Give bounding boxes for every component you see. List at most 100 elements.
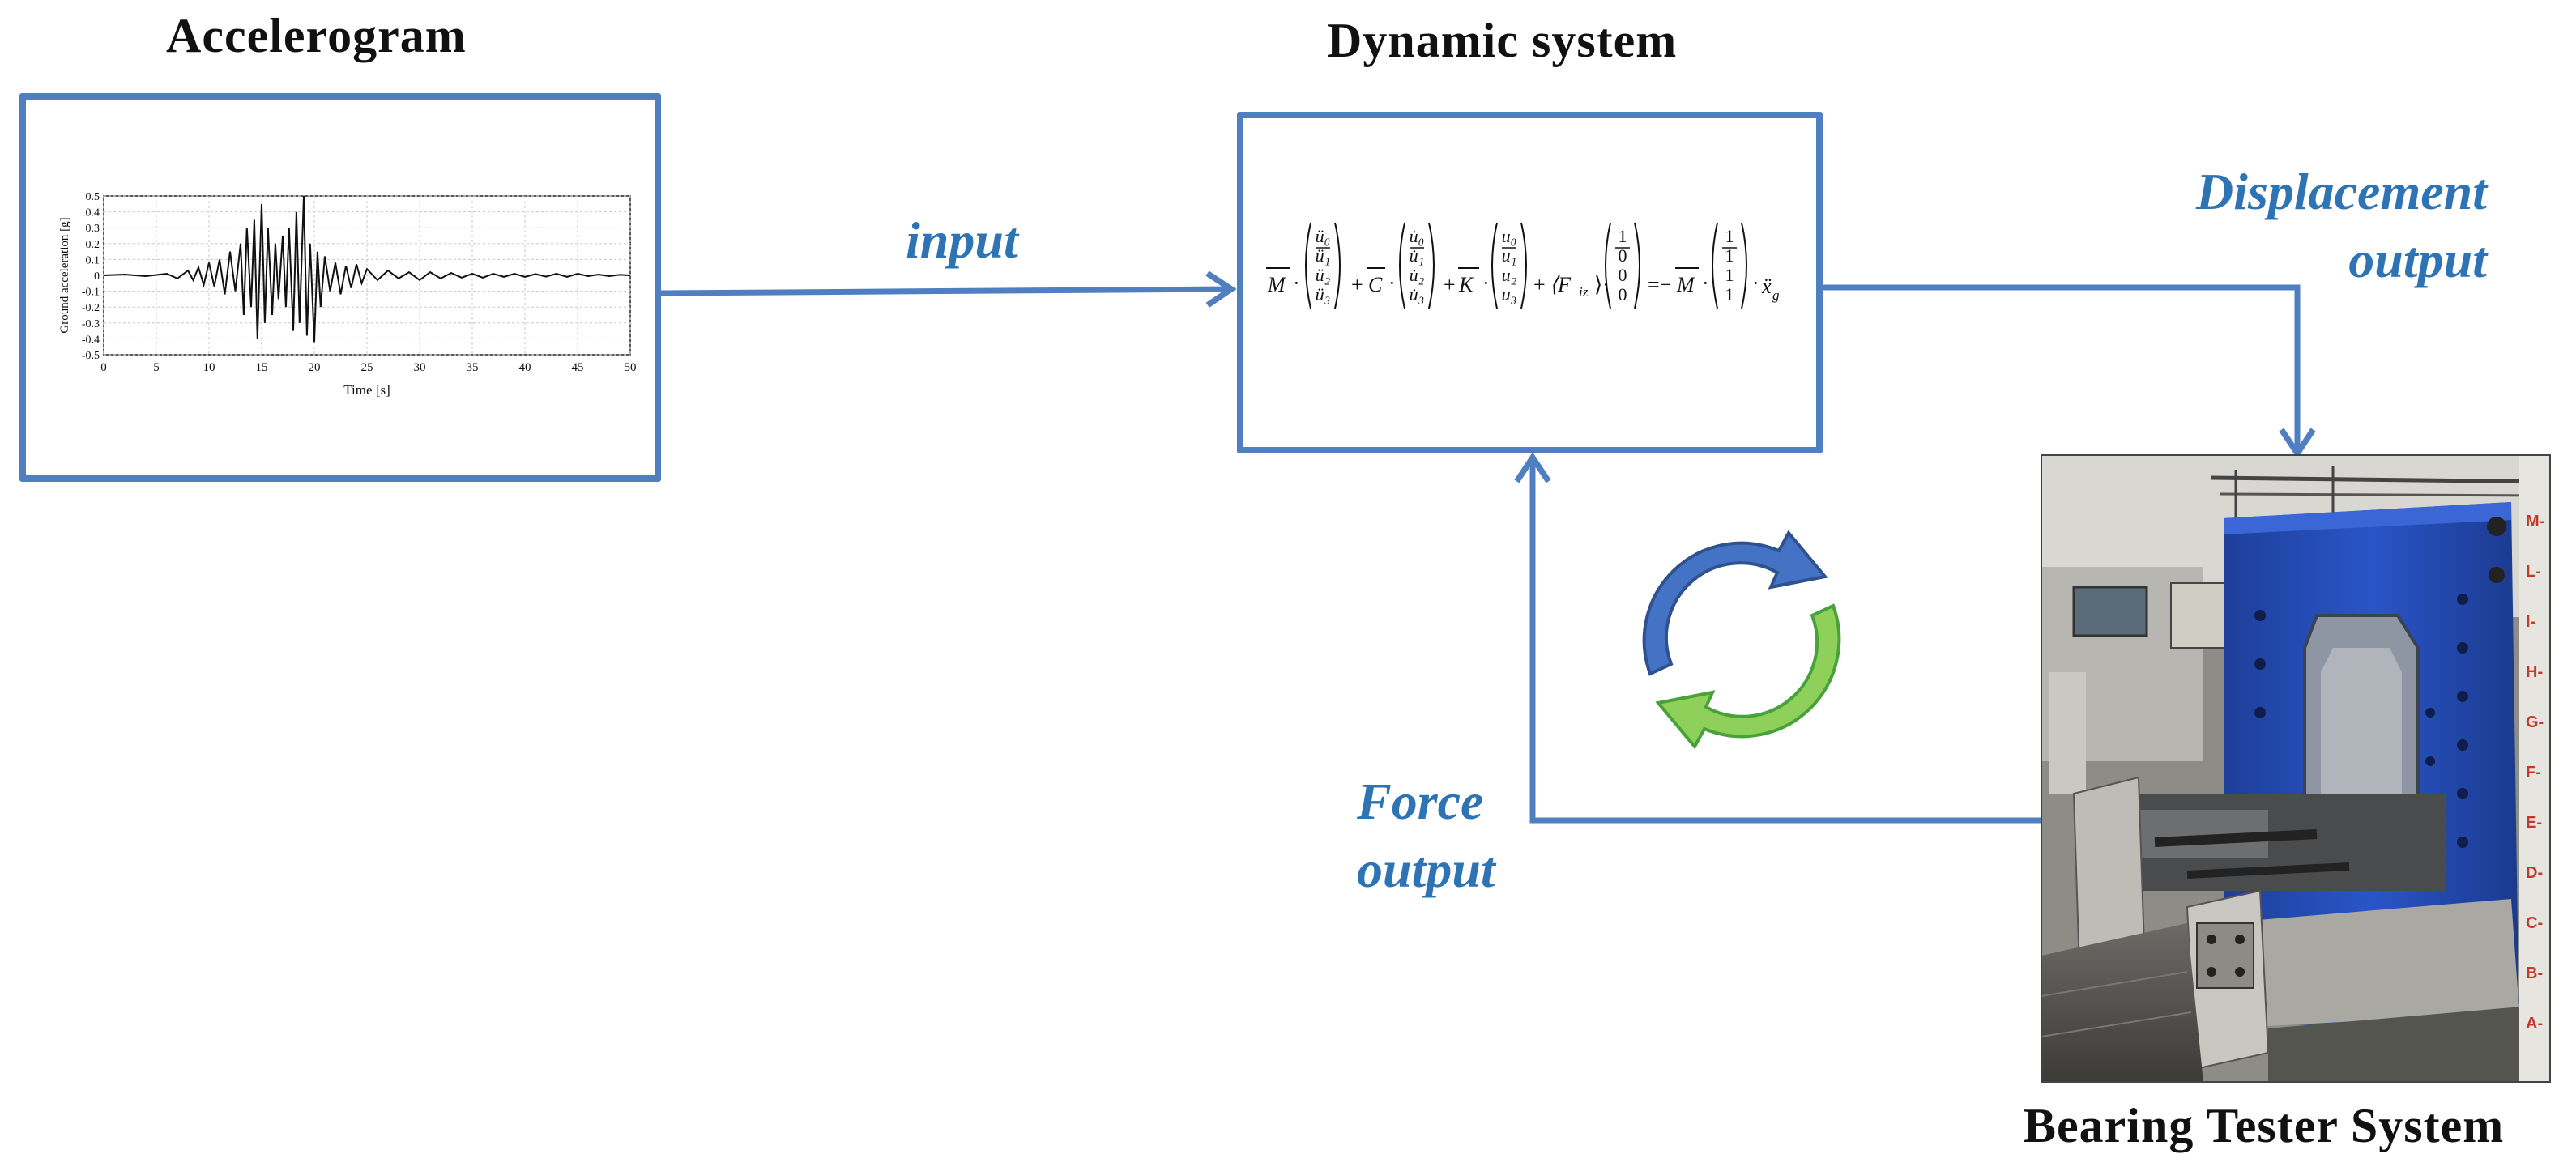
force-label-line1: Force (1357, 773, 1484, 830)
wall-grid-labels: M- L- I- H- G- F- E- D- C- B- A- (2526, 513, 2544, 1033)
chart-y-axis-label: Ground acceleration [g] (58, 217, 71, 333)
vector-entry: u̇₀ (1410, 226, 1425, 246)
vector-entry: ü₂ (1316, 265, 1331, 285)
ground-acceleration-trace (103, 195, 631, 343)
x-tick-label: 5 (153, 361, 160, 374)
eq-mass-rhs: M (1676, 273, 1695, 296)
displacement-label-line2: output (2348, 231, 2487, 288)
x-tick-label: 30 (414, 361, 426, 374)
eq-velocity-vector: u̇₀u̇₁u̇₂u̇₃ (1399, 222, 1435, 309)
bearing-tester-photo: M- L- I- H- G- F- E- D- C- B- A- (2041, 454, 2551, 1083)
eq-equals: =− (1648, 273, 1671, 296)
x-tick-label: 25 (361, 361, 373, 374)
cycle-icon (1642, 530, 1841, 750)
displacement-label-line1: Displacement (2195, 163, 2487, 220)
wall-grid-label: H- (2526, 663, 2543, 681)
wall-grid-label: C- (2526, 914, 2543, 932)
vector-entry: ü₁ (1316, 245, 1331, 266)
input-label: input (906, 211, 1018, 269)
vector-entry: 0 (1619, 265, 1627, 285)
eq-dot-4: · (1702, 271, 1709, 295)
y-tick-label: -0.2 (82, 302, 100, 314)
x-tick-label: 45 (572, 361, 584, 374)
vector-entry: 1 (1725, 226, 1734, 246)
wall-grid-label: D- (2526, 864, 2543, 882)
vector-bracket-right (1428, 222, 1435, 309)
wall-grid-label: A- (2526, 1015, 2543, 1033)
vector-bracket-left (1305, 222, 1311, 309)
eq-plus-1: + (1351, 273, 1363, 296)
eq-ground-subscript: g (1772, 287, 1780, 303)
y-tick-label: -0.3 (82, 318, 100, 330)
x-tick-label: 40 (519, 361, 531, 374)
vector-bracket-left (1491, 222, 1498, 309)
y-tick-label: -0.1 (82, 287, 100, 299)
x-tick-label: 20 (309, 361, 321, 374)
eq-damping: C (1368, 273, 1383, 296)
eq-stiffness: K (1458, 273, 1474, 296)
wall-grid-label: M- (2526, 513, 2544, 530)
input-arrow (660, 270, 1237, 308)
vector-entry: u̇₂ (1410, 265, 1425, 285)
vector-bracket-left (1605, 222, 1611, 309)
force-arrow (1514, 452, 2041, 824)
vector-entry: u₂ (1502, 265, 1517, 285)
vector-entry: 1 (1725, 245, 1734, 266)
y-tick-label: 0.4 (86, 207, 100, 219)
vector-bracket-right (1741, 222, 1747, 309)
vector-entry: u̇₁ (1410, 245, 1425, 266)
force-label-line2: output (1357, 841, 1495, 898)
y-tick-label: -0.4 (82, 334, 100, 346)
eq-dot-3: · (1482, 271, 1490, 295)
wall-grid-label: I- (2526, 613, 2535, 631)
vector-entry: 0 (1619, 245, 1627, 266)
wall-grid-label: B- (2526, 964, 2543, 982)
vector-entry: 1 (1725, 265, 1734, 285)
vector-bracket-right (1634, 222, 1640, 309)
y-tick-label: 0.3 (86, 223, 100, 235)
x-tick-label: 15 (256, 361, 268, 374)
eq-dot-1: · (1293, 271, 1300, 295)
x-tick-label: 10 (203, 361, 215, 374)
x-tick-label: 0 (100, 361, 107, 374)
eq-ground-accel: ẍ (1761, 275, 1772, 298)
y-tick-label: 0.1 (86, 254, 100, 266)
force-output-label: Force output (1357, 768, 1495, 904)
vector-bracket-left (1712, 222, 1718, 309)
vector-bracket-left (1399, 222, 1405, 309)
vector-bracket-right (1520, 222, 1527, 309)
dynamic-system-title: Dynamic system (1327, 14, 1678, 67)
dynamic-system-box (1237, 112, 1823, 453)
wall-grid-label: G- (2526, 713, 2544, 731)
bearing-tester-title: Bearing Tester System (2024, 1099, 2505, 1152)
wall-grid-label: F- (2526, 764, 2541, 781)
eq-plus-3: + (1533, 273, 1546, 296)
cycle-green-arrow (1655, 603, 1841, 750)
eq-mass: M (1267, 273, 1286, 296)
x-tick-label: 35 (467, 361, 479, 374)
y-tick-label: 0.2 (86, 239, 100, 251)
vector-entry: u̇₃ (1410, 284, 1425, 304)
wall-grid-label: E- (2526, 814, 2542, 832)
eq-force-vector: ⟨F (1550, 273, 1572, 296)
vector-entry: 1 (1725, 284, 1734, 304)
vector-entry: 1 (1619, 226, 1627, 246)
y-tick-label: 0.5 (86, 191, 100, 203)
y-tick-label: 0 (94, 270, 100, 283)
eq-plus-2: + (1444, 273, 1456, 296)
vector-entry: u₁ (1502, 245, 1517, 266)
wall-grid-label: L- (2526, 563, 2541, 581)
eq-dot-5: · (1752, 271, 1759, 295)
y-tick-label: -0.5 (82, 350, 100, 362)
chart-grid (103, 195, 631, 356)
displacement-arrow (1823, 284, 2316, 459)
vector-entry: 0 (1619, 284, 1627, 304)
vector-entry: ü₀ (1316, 226, 1331, 246)
